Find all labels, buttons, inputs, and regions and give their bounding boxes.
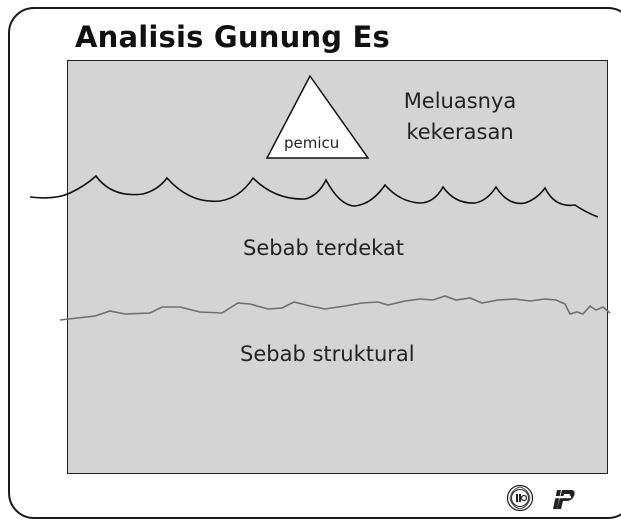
lower-wave-line <box>59 295 611 321</box>
page-title: Analisis Gunung Es <box>75 20 391 54</box>
trigger-triangle <box>265 74 370 159</box>
top-label-line2: kekerasan <box>406 120 514 144</box>
ilo-stylized-logo-icon <box>551 490 575 509</box>
outer-frame <box>8 7 621 519</box>
top-label: Meluasnya kekerasan <box>395 86 525 148</box>
middle-label: Sebab terdekat <box>243 236 405 260</box>
top-label-line1: Meluasnya <box>403 89 517 113</box>
trigger-label: pemicu <box>284 134 340 152</box>
bottom-label: Sebab struktural <box>240 342 415 366</box>
upper-wave-line <box>29 174 599 218</box>
un-emblem-logo-icon <box>506 484 534 512</box>
